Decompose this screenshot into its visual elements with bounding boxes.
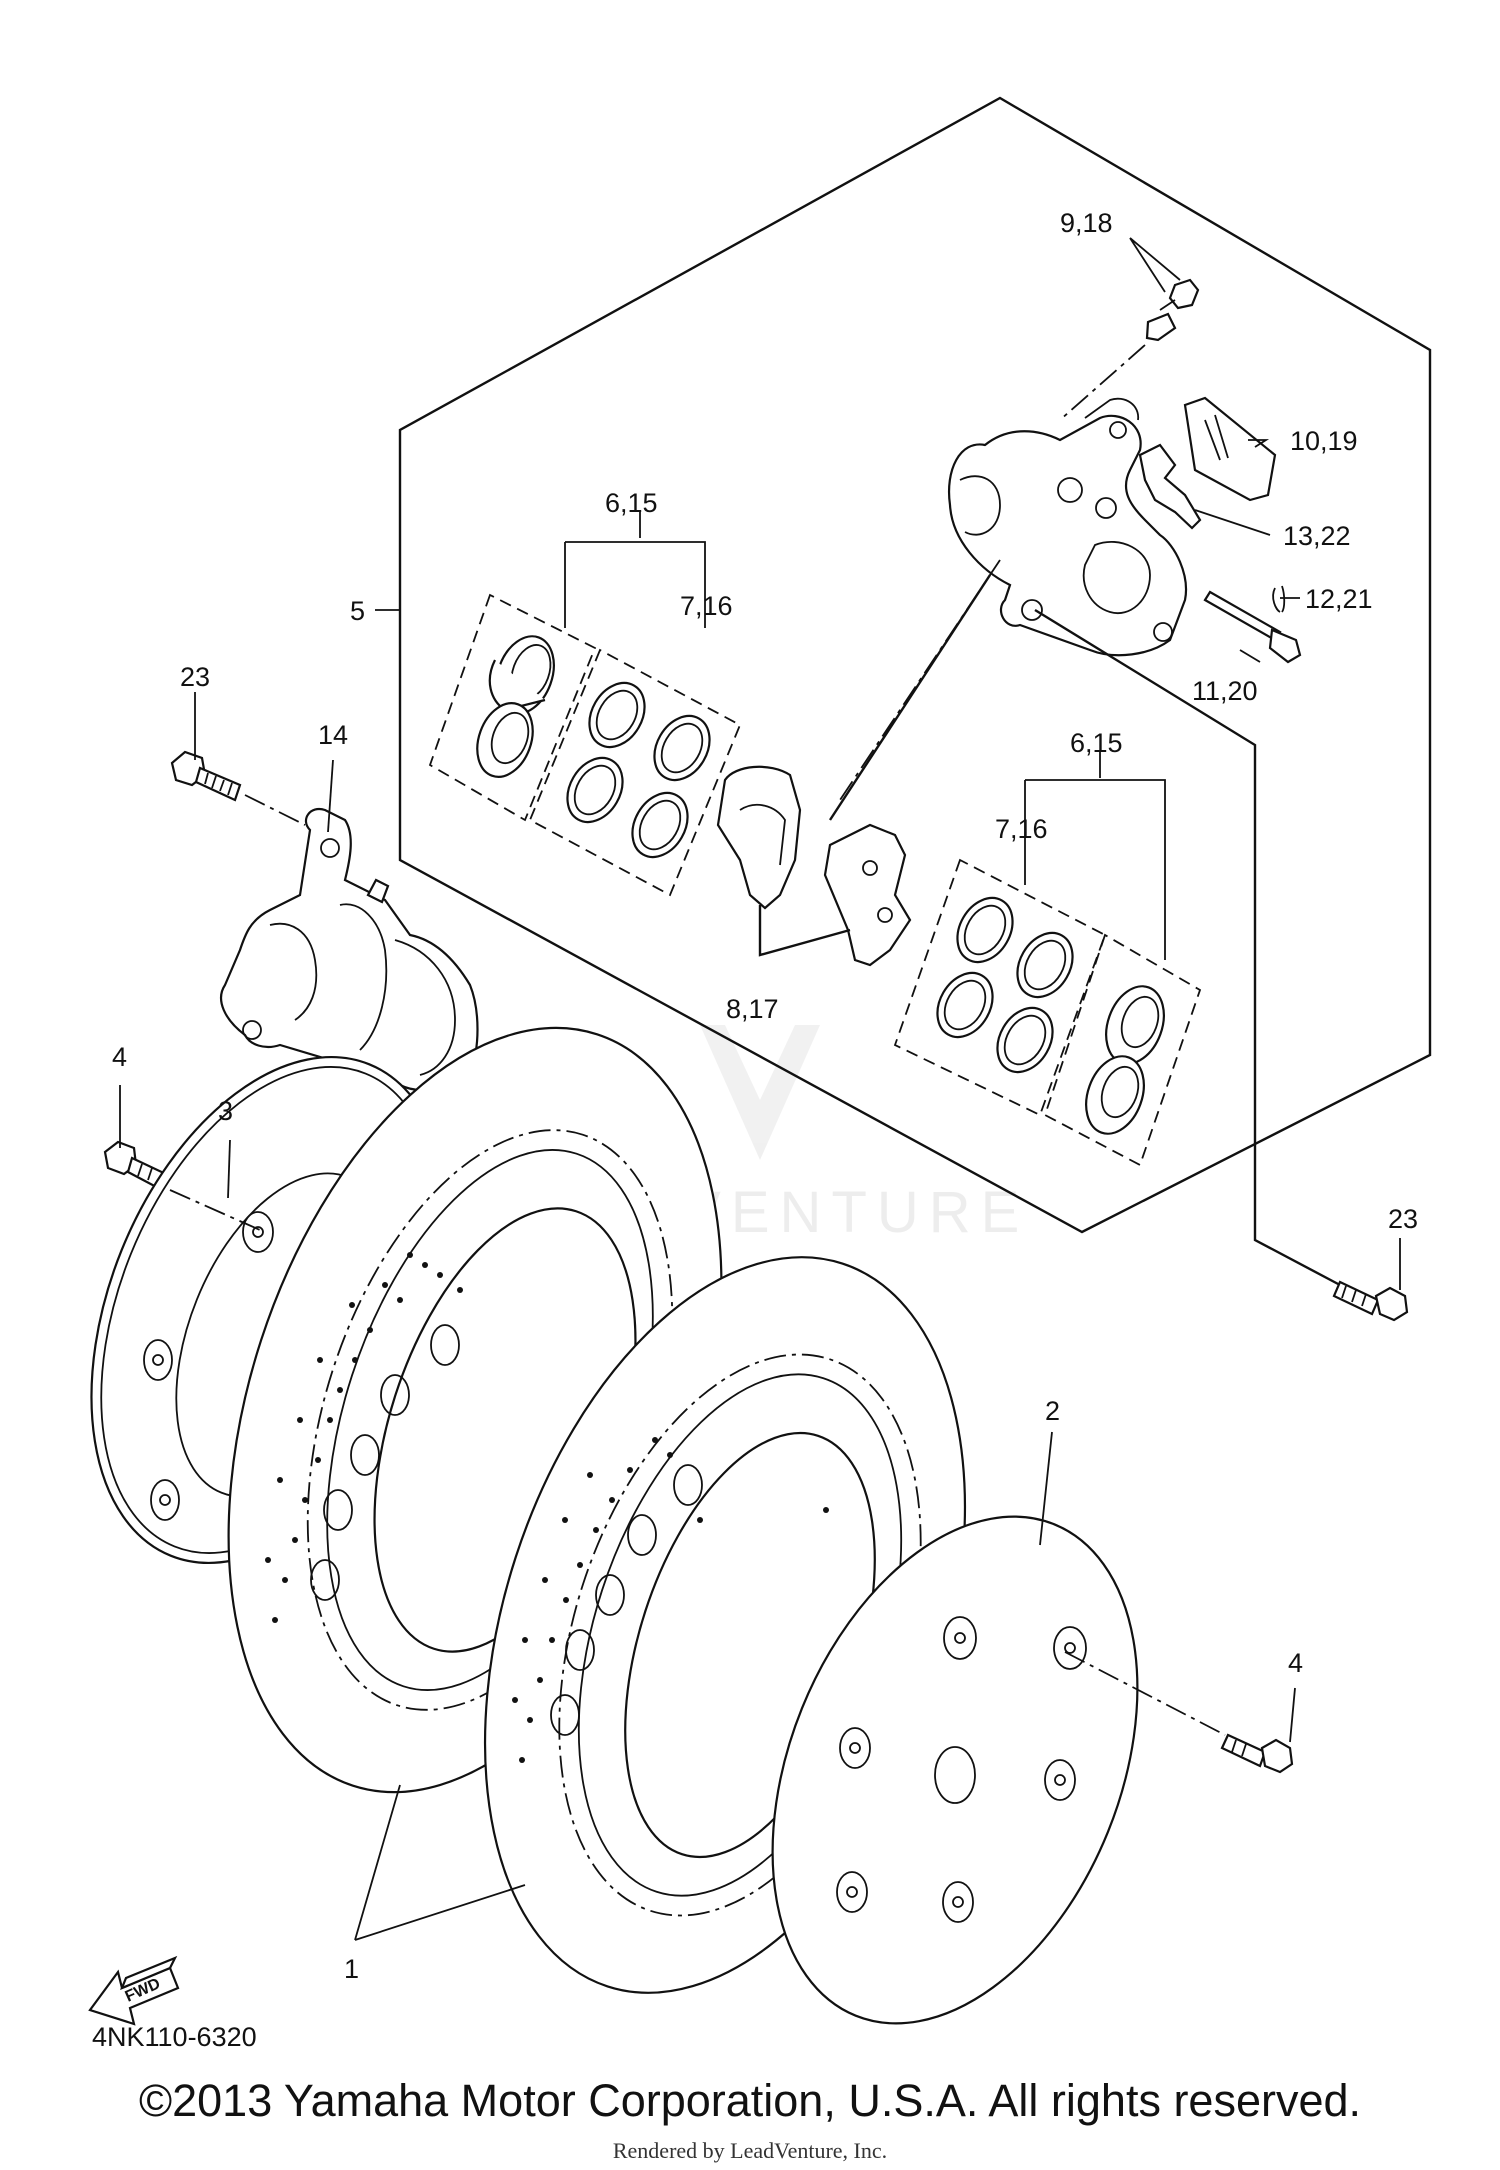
pad-pin [1203,585,1302,664]
caliper-mount-line [1034,608,1341,1287]
label-8-17: 8,17 [726,994,779,1024]
bleed-screw [1145,278,1200,342]
caliper-assembly-outline [398,96,1432,1234]
label-6-15-lower: 6,15 [1070,728,1123,758]
label-23-right: 23 [1388,1204,1418,1234]
label-9-18: 9,18 [1060,208,1113,238]
brake-pad-right [823,823,912,967]
fwd-arrow-icon: FWD [88,1955,180,2026]
label-7-16-lower: 7,16 [995,814,1048,844]
caliper-body-right [947,397,1188,657]
left-bolt-axis [244,794,306,826]
pad-clip [1138,443,1202,530]
label-13-22: 13,22 [1283,521,1351,551]
caliper-axis-line-b [828,574,992,821]
label-2: 2 [1045,1396,1060,1426]
caliper-bolt-right [1332,1280,1409,1322]
label-3: 3 [218,1096,233,1126]
piston-set-upper [428,593,742,897]
bleed-screw-axis [1059,344,1146,421]
label-7-16-upper: 7,16 [680,591,733,621]
diagram-code: 4NK110-6320 [92,2022,257,2052]
hub-cover-disc-right [771,1515,1139,2025]
label-23-left: 23 [180,662,210,692]
copyright-notice: ©2013 Yamaha Motor Corporation, U.S.A. A… [138,2075,1362,2126]
left-bolt-axis-2 [169,1189,261,1231]
label-12-21: 12,21 [1305,584,1373,614]
leader-lines [119,237,1401,1941]
caliper-bolt-left [170,750,242,802]
label-4-left: 4 [112,1042,127,1072]
label-10-19: 10,19 [1290,426,1358,456]
label-4-right: 4 [1288,1648,1303,1678]
label-14: 14 [318,720,348,750]
caliper-body-left [220,807,479,1092]
pad-bracket-line [758,905,851,957]
label-1: 1 [344,1954,359,1984]
rendered-by-notice: Rendered by LeadVenture, Inc. [612,2138,888,2163]
piston-set-lower [893,858,1202,1167]
brake-pad-left [716,765,802,910]
label-6-15-upper: 6,15 [605,488,658,518]
disc-bolt-right [1064,1651,1294,1774]
label-11-20: 11,20 [1192,676,1258,706]
label-5: 5 [350,596,365,626]
pad-spring [1183,396,1277,502]
